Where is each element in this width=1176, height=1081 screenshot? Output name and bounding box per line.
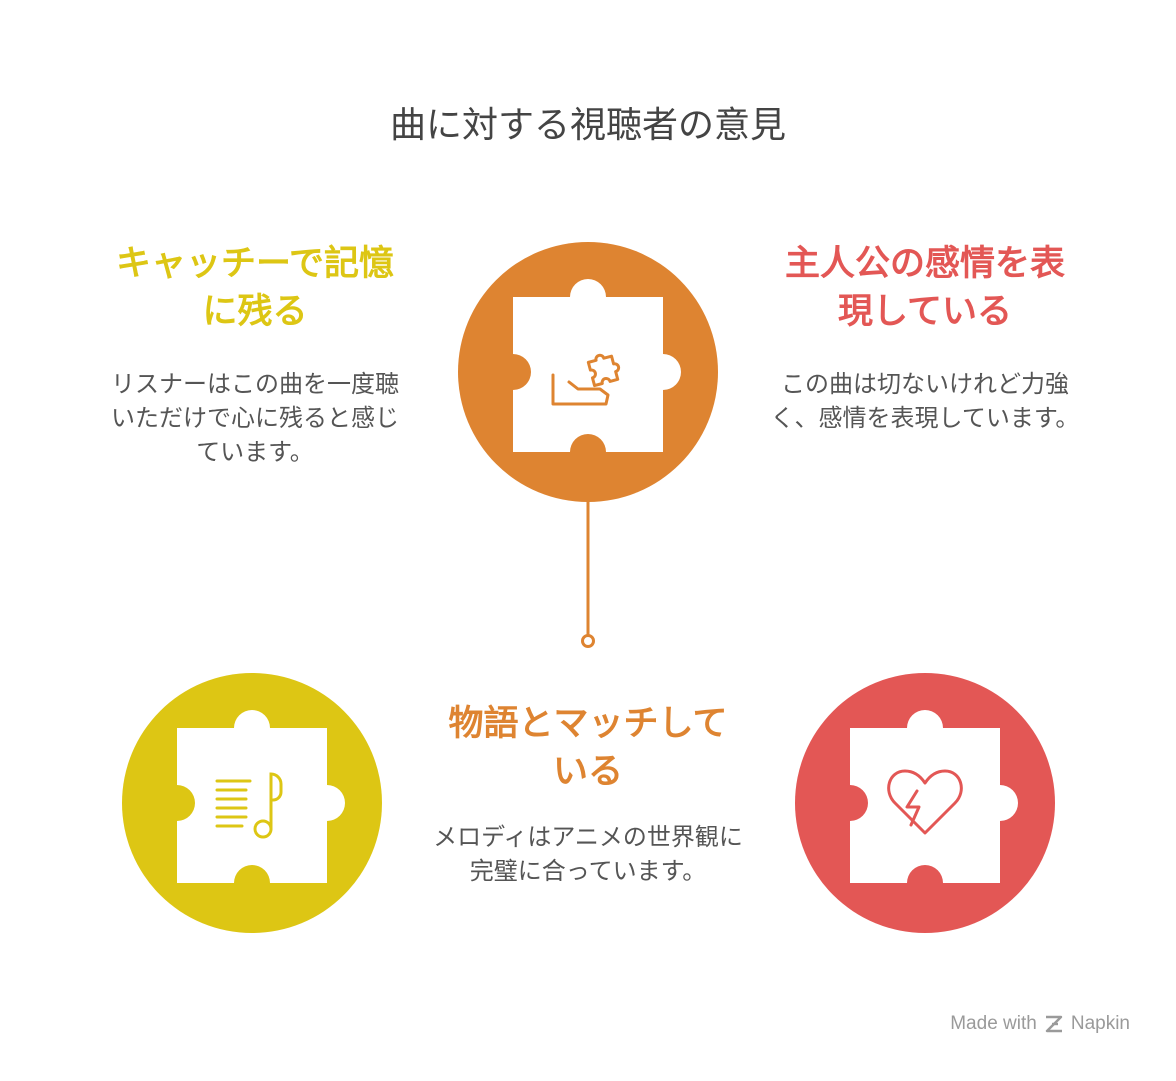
puzzle-circle-catchy bbox=[122, 673, 382, 933]
footer-brand: Napkin bbox=[1070, 1013, 1130, 1034]
card-description-story: メロディはアニメの世界観に完璧に合っています。 bbox=[433, 823, 743, 885]
music-notes-icon bbox=[215, 772, 283, 839]
connector-dot bbox=[581, 634, 595, 648]
card-title-emotion: 主人公の感情を表現している bbox=[784, 244, 1065, 332]
card-description-emotion: この曲は切ないけれど力強く、感情を表現しています。 bbox=[770, 370, 1080, 432]
lightning-heart-icon bbox=[887, 769, 963, 835]
hand-puzzle-icon bbox=[551, 353, 621, 406]
puzzle-circle-emotion bbox=[795, 673, 1055, 933]
card-title-story: 物語とマッチしている bbox=[448, 704, 728, 792]
footer-prefix: Made with bbox=[950, 1013, 1037, 1034]
card-description-catchy: リスナーはこの曲を一度聴いただけで心に残ると感じています。 bbox=[111, 370, 399, 466]
made-with-napkin[interactable]: Made with Napkin bbox=[950, 1013, 1130, 1035]
card-title-catchy: キャッチーで記憶に残る bbox=[116, 244, 394, 332]
puzzle-circle-story bbox=[458, 242, 718, 502]
napkin-logo-icon bbox=[1045, 1015, 1063, 1033]
page-title: 曲に対する視聴者の意見 bbox=[389, 105, 786, 146]
